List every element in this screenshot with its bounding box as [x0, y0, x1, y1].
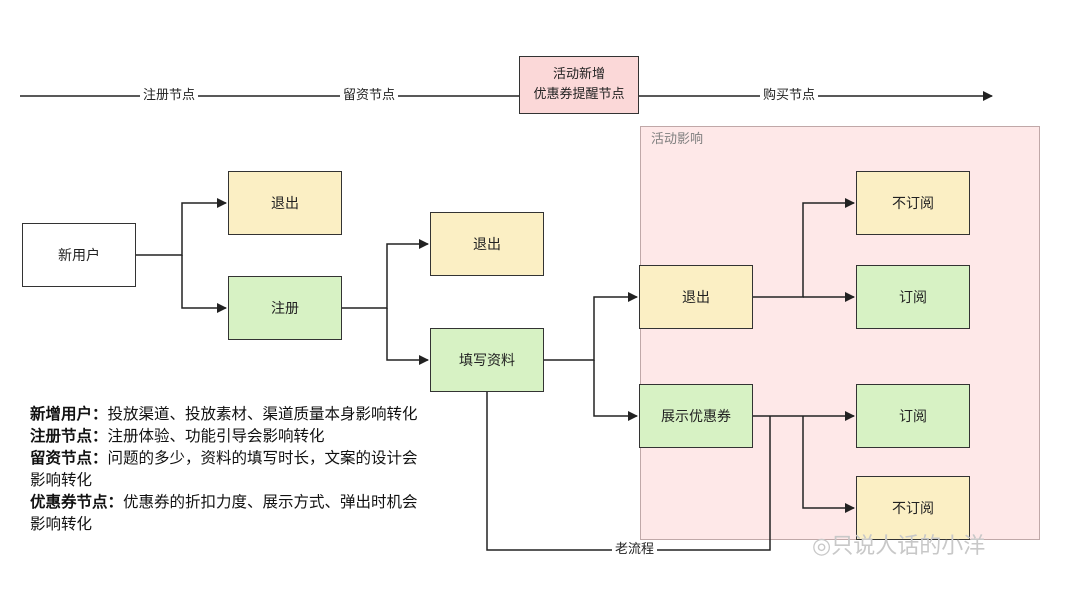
node-no-subscribe-1: 不订阅: [856, 171, 970, 235]
node-register: 注册: [228, 276, 342, 340]
note-coupon: 优惠券节点：优惠券的折扣力度、展示方式、弹出时机会影响转化: [30, 491, 420, 535]
node-exit-3: 退出: [639, 265, 753, 329]
note-text: 问题的多少，资料的填写时长，文案的设计会影响转化: [30, 449, 418, 489]
edge-register-fill: [386, 308, 429, 365]
edge-newuser-register: [181, 255, 227, 313]
edge-coupon-nosub: [802, 416, 855, 513]
notes-block: 新增用户：投放渠道、投放素材、渠道质量本身影响转化 注册节点：注册体验、功能引导…: [30, 403, 420, 535]
note-new-user: 新增用户：投放渠道、投放素材、渠道质量本身影响转化: [30, 403, 420, 425]
wechat-watermark: ◎只说人话的小洋: [812, 528, 985, 560]
note-head: 留资节点：: [30, 449, 108, 467]
note-head: 注册节点：: [30, 427, 108, 445]
timeline-label-register: 注册节点: [140, 88, 199, 104]
note-head: 新增用户：: [30, 405, 108, 423]
timeline-label-lead: 留资节点: [340, 88, 399, 104]
edge-register-exit: [342, 239, 429, 309]
note-register: 注册节点：注册体验、功能引导会影响转化: [30, 425, 420, 447]
node-new-user: 新用户: [22, 223, 136, 287]
old-flow-label: 老流程: [612, 542, 658, 558]
edge-exit-nosub: [753, 198, 855, 298]
note-text: 优惠券的折扣力度、展示方式、弹出时机会影响转化: [30, 493, 418, 533]
edge-newuser-exit: [136, 198, 227, 256]
node-fill-info: 填写资料: [430, 328, 544, 392]
coupon-reminder-top: 活动新增: [552, 67, 605, 82]
node-exit-2: 退出: [430, 212, 544, 276]
note-text: 注册体验、功能引导会影响转化: [107, 427, 325, 445]
wechat-icon: ◎: [812, 534, 832, 559]
edge-fill-coupon: [593, 360, 638, 421]
note-head: 优惠券节点：: [30, 493, 124, 511]
coupon-reminder-node: 活动新增 优惠券提醒节点: [519, 56, 639, 114]
coupon-reminder-bottom: 优惠券提醒节点: [533, 87, 625, 102]
watermark-left-text: 只说人话的小洋: [831, 534, 986, 559]
edge-fill-exit: [544, 292, 638, 361]
node-subscribe-1: 订阅: [856, 265, 970, 329]
node-show-coupon: 展示优惠券: [639, 384, 753, 448]
note-lead: 留资节点：问题的多少，资料的填写时长，文案的设计会影响转化: [30, 447, 420, 491]
node-exit-1: 退出: [228, 171, 342, 235]
node-subscribe-2: 订阅: [856, 384, 970, 448]
node-no-subscribe-2: 不订阅: [856, 476, 970, 540]
note-text: 投放渠道、投放素材、渠道质量本身影响转化: [107, 405, 418, 423]
activity-impact-label: 活动影响: [651, 132, 704, 147]
activity-impact-region: [640, 126, 1040, 540]
timeline-label-purchase: 购买节点: [760, 88, 819, 104]
